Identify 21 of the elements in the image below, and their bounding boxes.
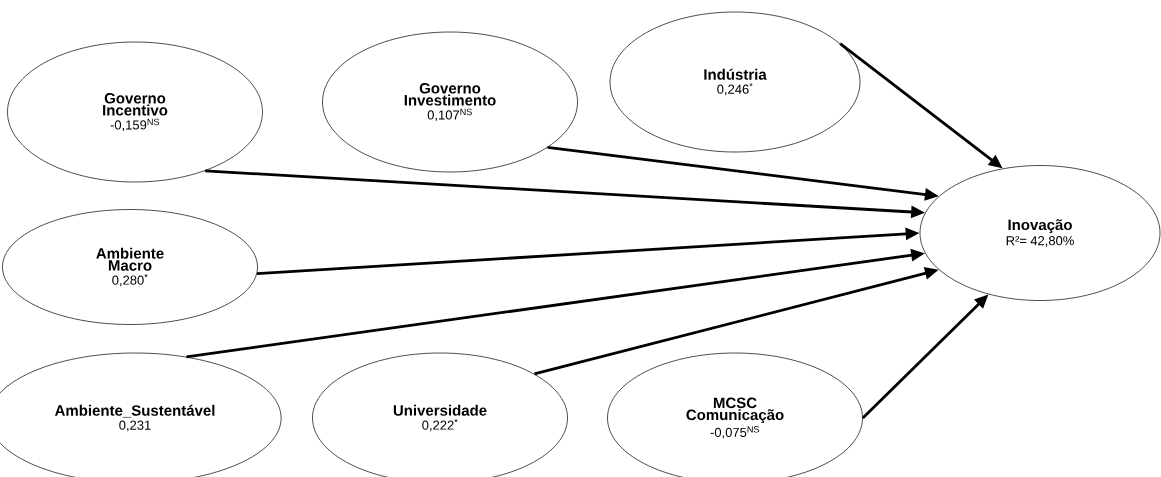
node-title: Ambiente_Sustentável <box>54 404 215 418</box>
coefficient: 0,222$^{*}$ <box>422 419 458 432</box>
coefficient: 0,107$^{NS}$ <box>427 108 472 122</box>
coefficient: 0,280$^{*}$ <box>112 274 148 287</box>
coefficient: -0,075$^{NS}$ <box>710 426 760 439</box>
node-title: Governo Incentivo <box>103 92 168 116</box>
construct-ellipse <box>919 165 1161 301</box>
coefficient: -0,159$^{NS}$ <box>110 118 160 132</box>
coefficient: 0,246$^{*}$ <box>717 83 753 96</box>
construct-ellipse <box>609 11 861 153</box>
node-title: Governo Investimento <box>404 82 496 106</box>
coefficient: R²= 42,80% <box>1006 236 1074 247</box>
node-title: Indústria <box>704 68 767 80</box>
coefficient: 0,231 <box>119 420 151 432</box>
construct-ellipse <box>7 41 263 183</box>
node-title: Ambiente Macro <box>96 247 164 271</box>
node-title: MCSC Comunicação <box>686 397 784 424</box>
construct-ellipse <box>2 209 258 325</box>
node-title: Universidade <box>393 404 487 416</box>
node-title: Inovação <box>1008 219 1072 234</box>
construct-ellipse <box>322 31 578 173</box>
